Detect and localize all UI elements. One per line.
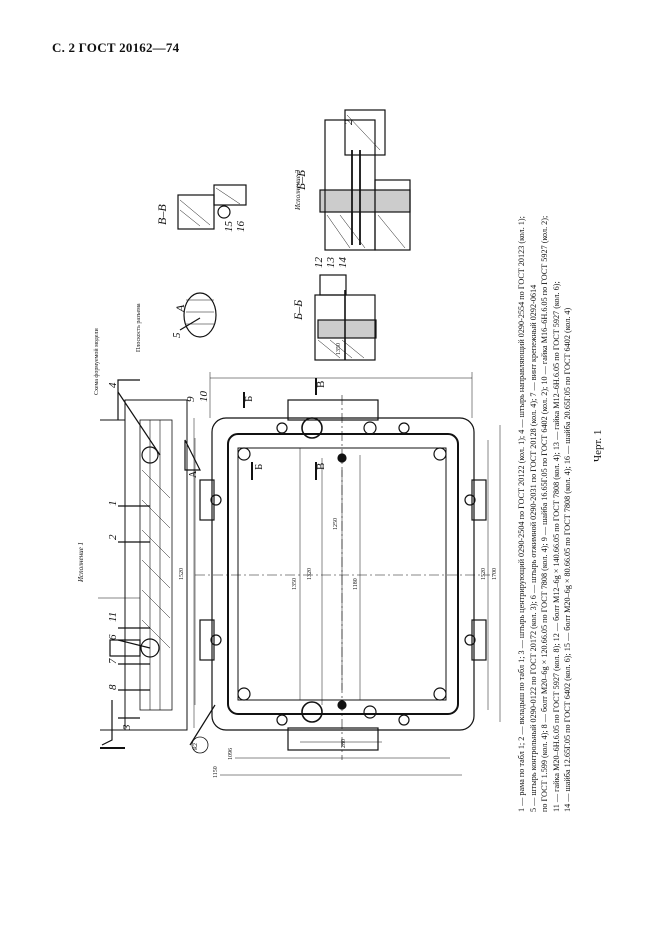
frame-core xyxy=(237,447,447,701)
label-a-marker: А xyxy=(188,470,199,478)
label-note-model: Схема формуемой модели xyxy=(93,328,100,395)
legend-line-5: 14 — шайба 12.65Г.05 по ГОСТ 6402 (кол. … xyxy=(563,307,573,812)
frame-outer xyxy=(211,417,475,731)
label-b1: Б xyxy=(243,396,255,402)
label-section-bb: Б–Б xyxy=(291,300,305,321)
callout-7: 7 xyxy=(107,658,119,664)
callout-5: 5 xyxy=(171,332,183,338)
dim-8: 1250 xyxy=(333,518,339,530)
callout-4: 4 xyxy=(107,382,119,388)
legend-line-1: 1 — рама по табл 1; 2 — вкладыш по табл … xyxy=(517,216,526,812)
legend-block: 1 — рама по табл 1; 2 — вкладыш по табл … xyxy=(516,216,574,812)
page-header: С. 2 ГОСТ 20162—74 xyxy=(52,40,180,55)
label-v2: В xyxy=(315,463,327,470)
label-section-vv: В–В xyxy=(155,204,169,225)
callout-2b: 2 xyxy=(343,119,355,125)
dim-4: 1350 xyxy=(292,578,298,590)
callout-9: 9 xyxy=(185,396,197,402)
frame-inner xyxy=(227,433,459,715)
legend-line-4: 11 — гайка М20–6Н.6.05 по ГОСТ 5927 (кол… xyxy=(551,281,561,812)
dim-2: 1350 xyxy=(336,343,342,355)
dim-10: 1150 xyxy=(213,766,219,778)
callout-12: 12 xyxy=(313,257,325,269)
legend-line-2: 5 — штырь контрольный 0290-0122 по ГОСТ … xyxy=(528,284,538,812)
callout-2: 2 xyxy=(107,534,119,540)
dim-9: 1096 xyxy=(228,748,234,760)
dim-7: 1180 xyxy=(353,578,359,590)
callout-10: 10 xyxy=(198,391,210,403)
dim-5: 1700 xyxy=(492,568,498,580)
dim-11: 280 xyxy=(341,739,347,748)
callout-1: 1 xyxy=(107,501,119,507)
callout-8: 8 xyxy=(107,684,119,690)
callout-6: 6 xyxy=(107,634,119,640)
label-view-a: А xyxy=(173,304,187,313)
callout-15: 15 xyxy=(223,221,235,233)
callout-14: 14 xyxy=(337,257,349,269)
callout-16: 16 xyxy=(235,221,247,233)
label-view1: Исполнение 1 xyxy=(77,542,85,583)
label-v1: В xyxy=(315,381,327,388)
label-plane: Плоскость разъема xyxy=(136,303,142,352)
dim-1: 1520 xyxy=(179,568,185,580)
label-view2: Исполнение 2 xyxy=(294,170,302,211)
callout-13: 13 xyxy=(325,257,337,269)
dim-3: 1320 xyxy=(307,568,313,580)
figure-caption: Черт. 1 xyxy=(592,429,604,462)
dim-15: R2 xyxy=(193,743,199,750)
legend-line-3: по ГОСТ 1.599 (кол. 4); 8 — болт М20–6g … xyxy=(540,215,550,812)
callout-11: 11 xyxy=(107,612,119,622)
label-b2: Б xyxy=(253,464,265,470)
callout-3: 3 xyxy=(121,724,133,731)
label-section-bb2: Б–Б xyxy=(294,170,308,191)
dim-6: 1520 xyxy=(481,568,487,580)
